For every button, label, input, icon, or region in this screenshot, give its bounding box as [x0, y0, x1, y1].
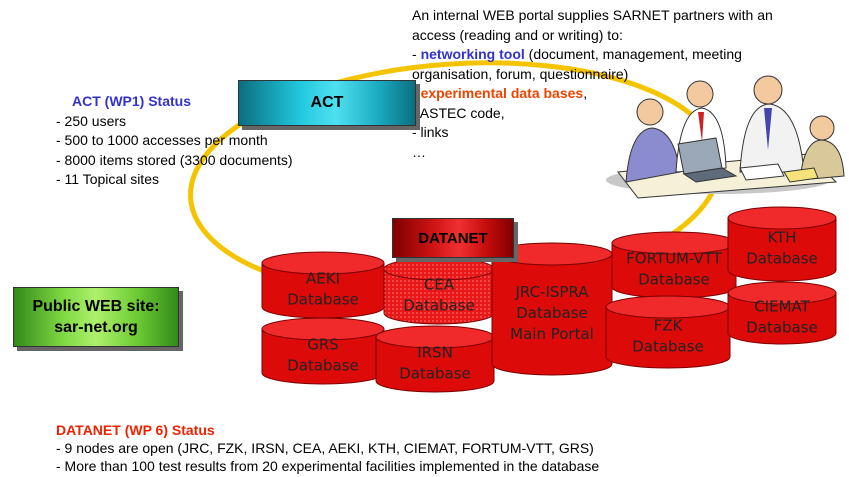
- datanet-box: DATANET: [392, 218, 514, 258]
- database-jrc-label: Main Portal: [510, 325, 594, 343]
- team-meeting-clipart-icon: [606, 75, 845, 199]
- database-aeki: AEKI Database: [261, 251, 385, 319]
- database-grs-label: Database: [287, 357, 359, 375]
- act-status-title: ACT (WP1) Status: [72, 93, 191, 109]
- portal-item-databases: - experimental data bases,: [412, 84, 773, 104]
- database-irsn-label: IRSN: [417, 344, 453, 362]
- datanet-status-line: - 9 nodes are open (JRC, FZK, IRSN, CEA,…: [56, 440, 594, 456]
- datanet-status-title: DATANET (WP 6) Status: [56, 422, 215, 438]
- database-fzk-label: Database: [632, 338, 704, 356]
- database-jrc-label: Database: [516, 304, 588, 322]
- act-status-line: - 11 Topical sites: [56, 171, 159, 187]
- database-grs-label: GRS: [307, 336, 339, 354]
- database-fzk: FZK Database: [605, 295, 731, 369]
- networking-tool-label: networking tool: [420, 46, 525, 62]
- datanet-status: DATANET (WP 6) Status - 9 nodes are open…: [56, 421, 599, 475]
- portal-item-astec: - ASTEC code,: [412, 104, 505, 121]
- database-irsn: IRSN Database: [375, 325, 495, 393]
- database-cylinders: AEKIDatabaseCEADatabaseGRSDatabaseIRSNDa…: [261, 206, 837, 393]
- database-fzk-label: FZK: [654, 317, 684, 335]
- experimental-databases-label: experimental data bases: [420, 85, 584, 101]
- act-box: ACT: [238, 80, 416, 126]
- datanet-status-line: - More than 100 test results from 20 exp…: [56, 458, 600, 474]
- portal-description: An internal WEB portal supplies SARNET p…: [412, 6, 773, 162]
- database-cea: CEA Database: [383, 257, 495, 325]
- database-cea-label: Database: [403, 297, 475, 315]
- portal-item-networking-cont: organisation, forum, questionnaire): [412, 65, 629, 82]
- portal-item-ellipsis: …: [412, 143, 426, 160]
- database-kth-label: Database: [746, 250, 818, 268]
- portal-line-2: access (reading and or writing) to:: [412, 26, 623, 43]
- database-irsn-label: Database: [399, 365, 471, 383]
- database-grs: GRS Database: [261, 317, 385, 385]
- public-website-url: sar-net.org: [54, 319, 138, 336]
- database-jrc-label: JRC-ISPRA: [514, 283, 589, 301]
- database-aeki-label: Database: [287, 291, 359, 309]
- portal-item-networking: - networking tool (document, management,…: [412, 45, 773, 65]
- database-fortum: FORTUM-VTT Database: [611, 231, 737, 299]
- act-status-line: - 500 to 1000 accesses per month: [56, 132, 268, 148]
- portal-item-links: - links: [412, 124, 449, 140]
- experimental-databases-suffix: ,: [583, 85, 588, 101]
- database-kth: KTH Database: [727, 206, 837, 282]
- portal-line-1: An internal WEB portal supplies SARNET p…: [412, 7, 773, 23]
- networking-tool-desc: (document, management, meeting: [524, 46, 742, 62]
- database-cea-label: CEA: [424, 276, 455, 294]
- database-fortum-label: Database: [638, 271, 710, 289]
- act-status-line: - 250 users: [56, 112, 127, 129]
- database-fortum-label: FORTUM-VTT: [626, 250, 723, 268]
- database-ciemat: CIEMAT Database: [727, 281, 837, 345]
- public-website-title: Public WEB site:: [32, 298, 160, 315]
- database-kth-label: KTH: [767, 229, 796, 247]
- database-ciemat-label: Database: [746, 319, 818, 337]
- act-status: ACT (WP1) Status - 250 users - 500 to 10…: [56, 92, 293, 190]
- portal-item-dash: -: [412, 46, 421, 62]
- database-aeki-label: AEKI: [306, 270, 340, 288]
- public-website-box: Public WEB site: sar-net.org: [13, 287, 179, 347]
- database-ciemat-label: CIEMAT: [754, 298, 810, 316]
- act-status-line: - 8000 items stored (3300 documents): [56, 151, 293, 168]
